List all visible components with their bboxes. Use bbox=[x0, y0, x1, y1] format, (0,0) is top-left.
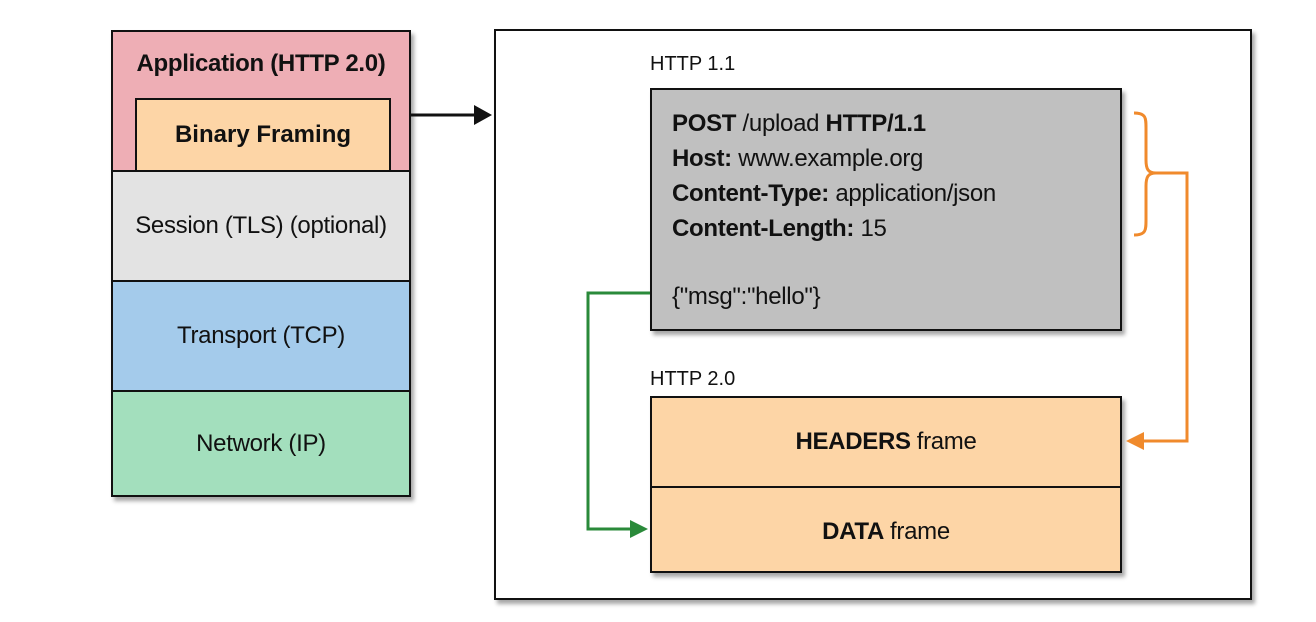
content-type-header: Content-Type: application/json bbox=[672, 180, 996, 208]
headers-frame-bold: HEADERS bbox=[795, 428, 911, 455]
request-line: POST /upload HTTP/1.1 bbox=[672, 110, 926, 138]
content-type-value: application/json bbox=[828, 180, 996, 207]
content-type-key: Content-Type: bbox=[672, 180, 829, 207]
http11-request-box: POST /upload HTTP/1.1 Host: www.example.… bbox=[650, 88, 1122, 331]
request-method: POST bbox=[672, 110, 737, 137]
network-layer: Network (IP) bbox=[113, 390, 409, 495]
content-length-value: 15 bbox=[854, 215, 887, 242]
data-frame-bold: DATA bbox=[822, 518, 885, 545]
host-key: Host: bbox=[672, 145, 732, 172]
session-layer: Session (TLS) (optional) bbox=[113, 170, 409, 280]
application-layer-label: Application (HTTP 2.0) bbox=[136, 50, 386, 77]
protocol-stack: Application (HTTP 2.0) Binary Framing Se… bbox=[111, 30, 411, 497]
request-path: /upload bbox=[736, 110, 826, 137]
request-body: {"msg":"hello"} bbox=[672, 283, 821, 310]
host-header: Host: www.example.org bbox=[672, 145, 923, 173]
data-frame-rest: frame bbox=[890, 518, 950, 545]
binary-framing-layer: Binary Framing bbox=[135, 98, 391, 170]
transport-layer: Transport (TCP) bbox=[113, 280, 409, 390]
http11-caption: HTTP 1.1 bbox=[650, 53, 736, 75]
stack-to-panel-arrowhead bbox=[474, 105, 492, 125]
headers-connector bbox=[1140, 171, 1189, 443]
data-connector bbox=[586, 291, 650, 531]
content-length-header: Content-Length: 15 bbox=[672, 215, 887, 243]
data-arrowhead bbox=[630, 520, 648, 538]
headers-frame-rest: frame bbox=[916, 428, 977, 455]
headers-arrowhead bbox=[1126, 432, 1144, 450]
request-version: HTTP/1.1 bbox=[825, 110, 927, 137]
host-value: www.example.org bbox=[731, 145, 924, 172]
content-length-key: Content-Length: bbox=[672, 215, 855, 242]
http20-caption: HTTP 2.0 bbox=[650, 368, 736, 390]
headers-brace bbox=[1133, 111, 1157, 237]
